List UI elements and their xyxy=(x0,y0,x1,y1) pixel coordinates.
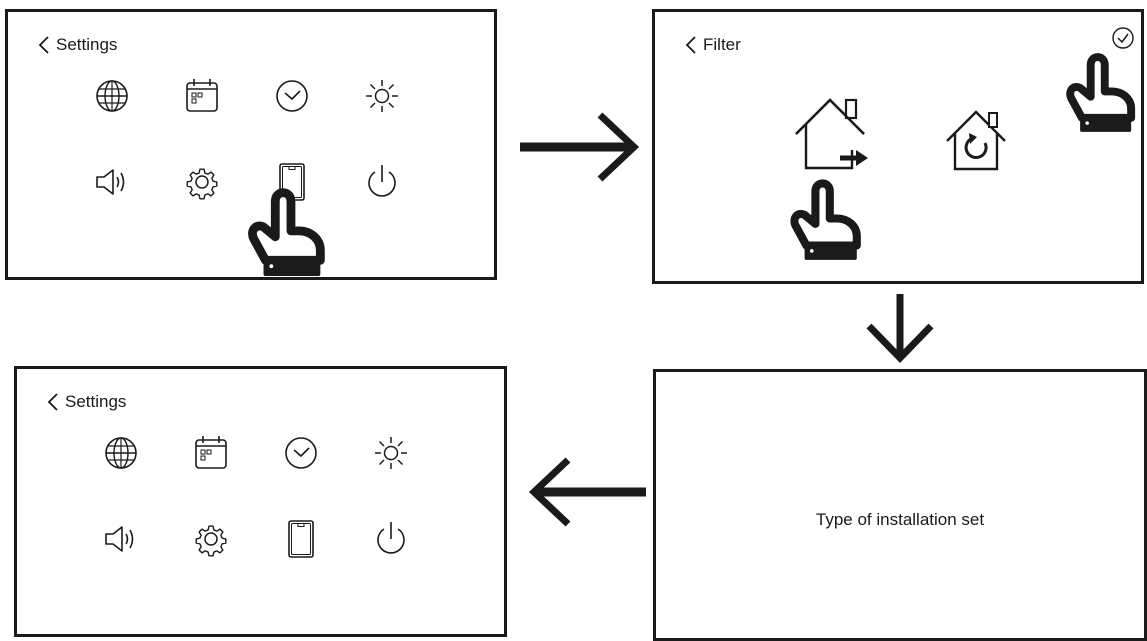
settings-icon-grid xyxy=(92,425,412,575)
calendar-icon xyxy=(186,79,218,112)
globe-icon xyxy=(105,437,137,469)
page-title: Settings xyxy=(65,392,127,411)
calendar-button[interactable] xyxy=(187,429,235,477)
globe-icon xyxy=(96,80,128,112)
clock-button[interactable] xyxy=(268,72,316,120)
brightness-icon xyxy=(366,80,398,112)
flow-arrow-right xyxy=(520,112,640,182)
back-chevron-icon[interactable] xyxy=(47,392,59,412)
power-button[interactable] xyxy=(358,158,406,206)
pointing-hand-icon xyxy=(248,188,325,276)
house-exit-icon[interactable] xyxy=(790,90,870,175)
sound-button[interactable] xyxy=(97,515,145,563)
settings-icon-grid xyxy=(83,68,403,218)
pointing-hand-icon xyxy=(790,179,861,260)
house-reset-icon[interactable] xyxy=(943,107,1009,173)
confirm-check-icon[interactable] xyxy=(1111,26,1135,50)
filter-header[interactable]: Filter xyxy=(685,35,741,55)
filter-panel-button[interactable] xyxy=(277,515,325,563)
power-icon xyxy=(368,165,396,197)
brightness-icon xyxy=(375,437,407,469)
settings-header[interactable]: Settings xyxy=(38,35,117,55)
filter-screen: Filter xyxy=(652,9,1144,284)
brightness-button[interactable] xyxy=(358,72,406,120)
calendar-icon xyxy=(195,436,227,469)
sound-button[interactable] xyxy=(88,158,136,206)
brightness-button[interactable] xyxy=(367,429,415,477)
system-settings-button[interactable] xyxy=(178,158,226,206)
flow-arrow-left xyxy=(528,457,646,527)
globe-button[interactable] xyxy=(97,429,145,477)
settings-screen-after: Settings xyxy=(14,366,507,637)
installation-result-screen: Type of installation set xyxy=(653,369,1147,641)
settings-header[interactable]: Settings xyxy=(47,392,126,412)
status-message: Type of installation set xyxy=(815,510,985,529)
power-icon xyxy=(377,522,405,554)
back-chevron-icon[interactable] xyxy=(38,35,50,55)
gear-icon xyxy=(186,168,218,200)
clock-icon xyxy=(276,80,308,112)
back-chevron-icon[interactable] xyxy=(685,35,697,55)
power-button[interactable] xyxy=(367,515,415,563)
gear-icon xyxy=(195,525,227,557)
settings-screen-before: Settings xyxy=(5,9,497,280)
clock-icon xyxy=(285,437,317,469)
clock-button[interactable] xyxy=(277,429,325,477)
filter-panel-icon xyxy=(288,520,314,558)
speaker-icon xyxy=(96,169,125,195)
pointing-hand-icon xyxy=(1066,53,1136,132)
globe-button[interactable] xyxy=(88,72,136,120)
flow-arrow-down xyxy=(866,294,934,364)
speaker-icon xyxy=(105,526,134,552)
calendar-button[interactable] xyxy=(178,72,226,120)
page-title: Settings xyxy=(56,35,118,54)
system-settings-button[interactable] xyxy=(187,515,235,563)
page-title: Filter xyxy=(703,35,741,54)
